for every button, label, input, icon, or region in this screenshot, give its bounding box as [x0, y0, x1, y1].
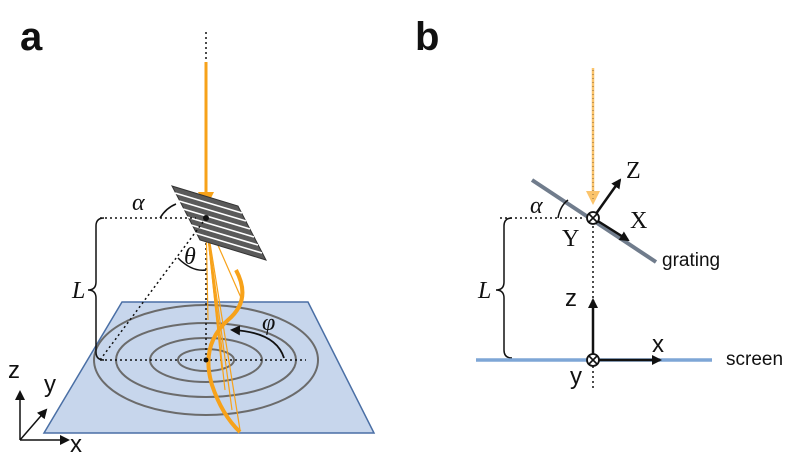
axis-X-label-b: X — [630, 208, 647, 234]
axis-z-label-a: z — [8, 357, 20, 384]
theta-label-a: θ — [184, 244, 196, 270]
screen-label: screen — [726, 349, 783, 370]
diffraction-arc — [206, 269, 245, 434]
grating-label: grating — [662, 250, 720, 271]
axis-y-label-b: y — [570, 363, 582, 390]
panel-a: a — [8, 15, 376, 458]
L-label-a: L — [71, 278, 85, 304]
axis-z-label-b: z — [565, 285, 577, 312]
phi-arc-a — [230, 325, 285, 359]
axis-x-label-a: x — [70, 431, 82, 458]
panel-b-letter: b — [415, 15, 439, 59]
L-brace-a — [87, 217, 105, 361]
axis-Z-b — [591, 178, 622, 219]
alpha-label-a: α — [132, 190, 145, 216]
alpha-arc-b — [557, 199, 569, 219]
alpha-label-b: α — [530, 193, 543, 219]
phi-label-a: φ — [262, 310, 275, 336]
theta-arc-a — [177, 257, 207, 271]
L-brace-b — [495, 217, 513, 359]
grating-a — [171, 185, 267, 261]
panel-a-letter: a — [20, 15, 43, 59]
axis-x-label-b: x — [652, 331, 664, 358]
axis-Y-label-b: Y — [562, 226, 579, 252]
alpha-arc-a — [159, 203, 177, 219]
L-label-b: L — [477, 278, 491, 304]
axis-Z-label-b: Z — [626, 158, 641, 184]
panel-b: b α Z X Y grating L screen — [415, 15, 783, 390]
axes-a: z y x — [8, 357, 82, 458]
screen-center-dot-a — [203, 357, 209, 363]
axis-y-label-a: y — [44, 371, 56, 398]
